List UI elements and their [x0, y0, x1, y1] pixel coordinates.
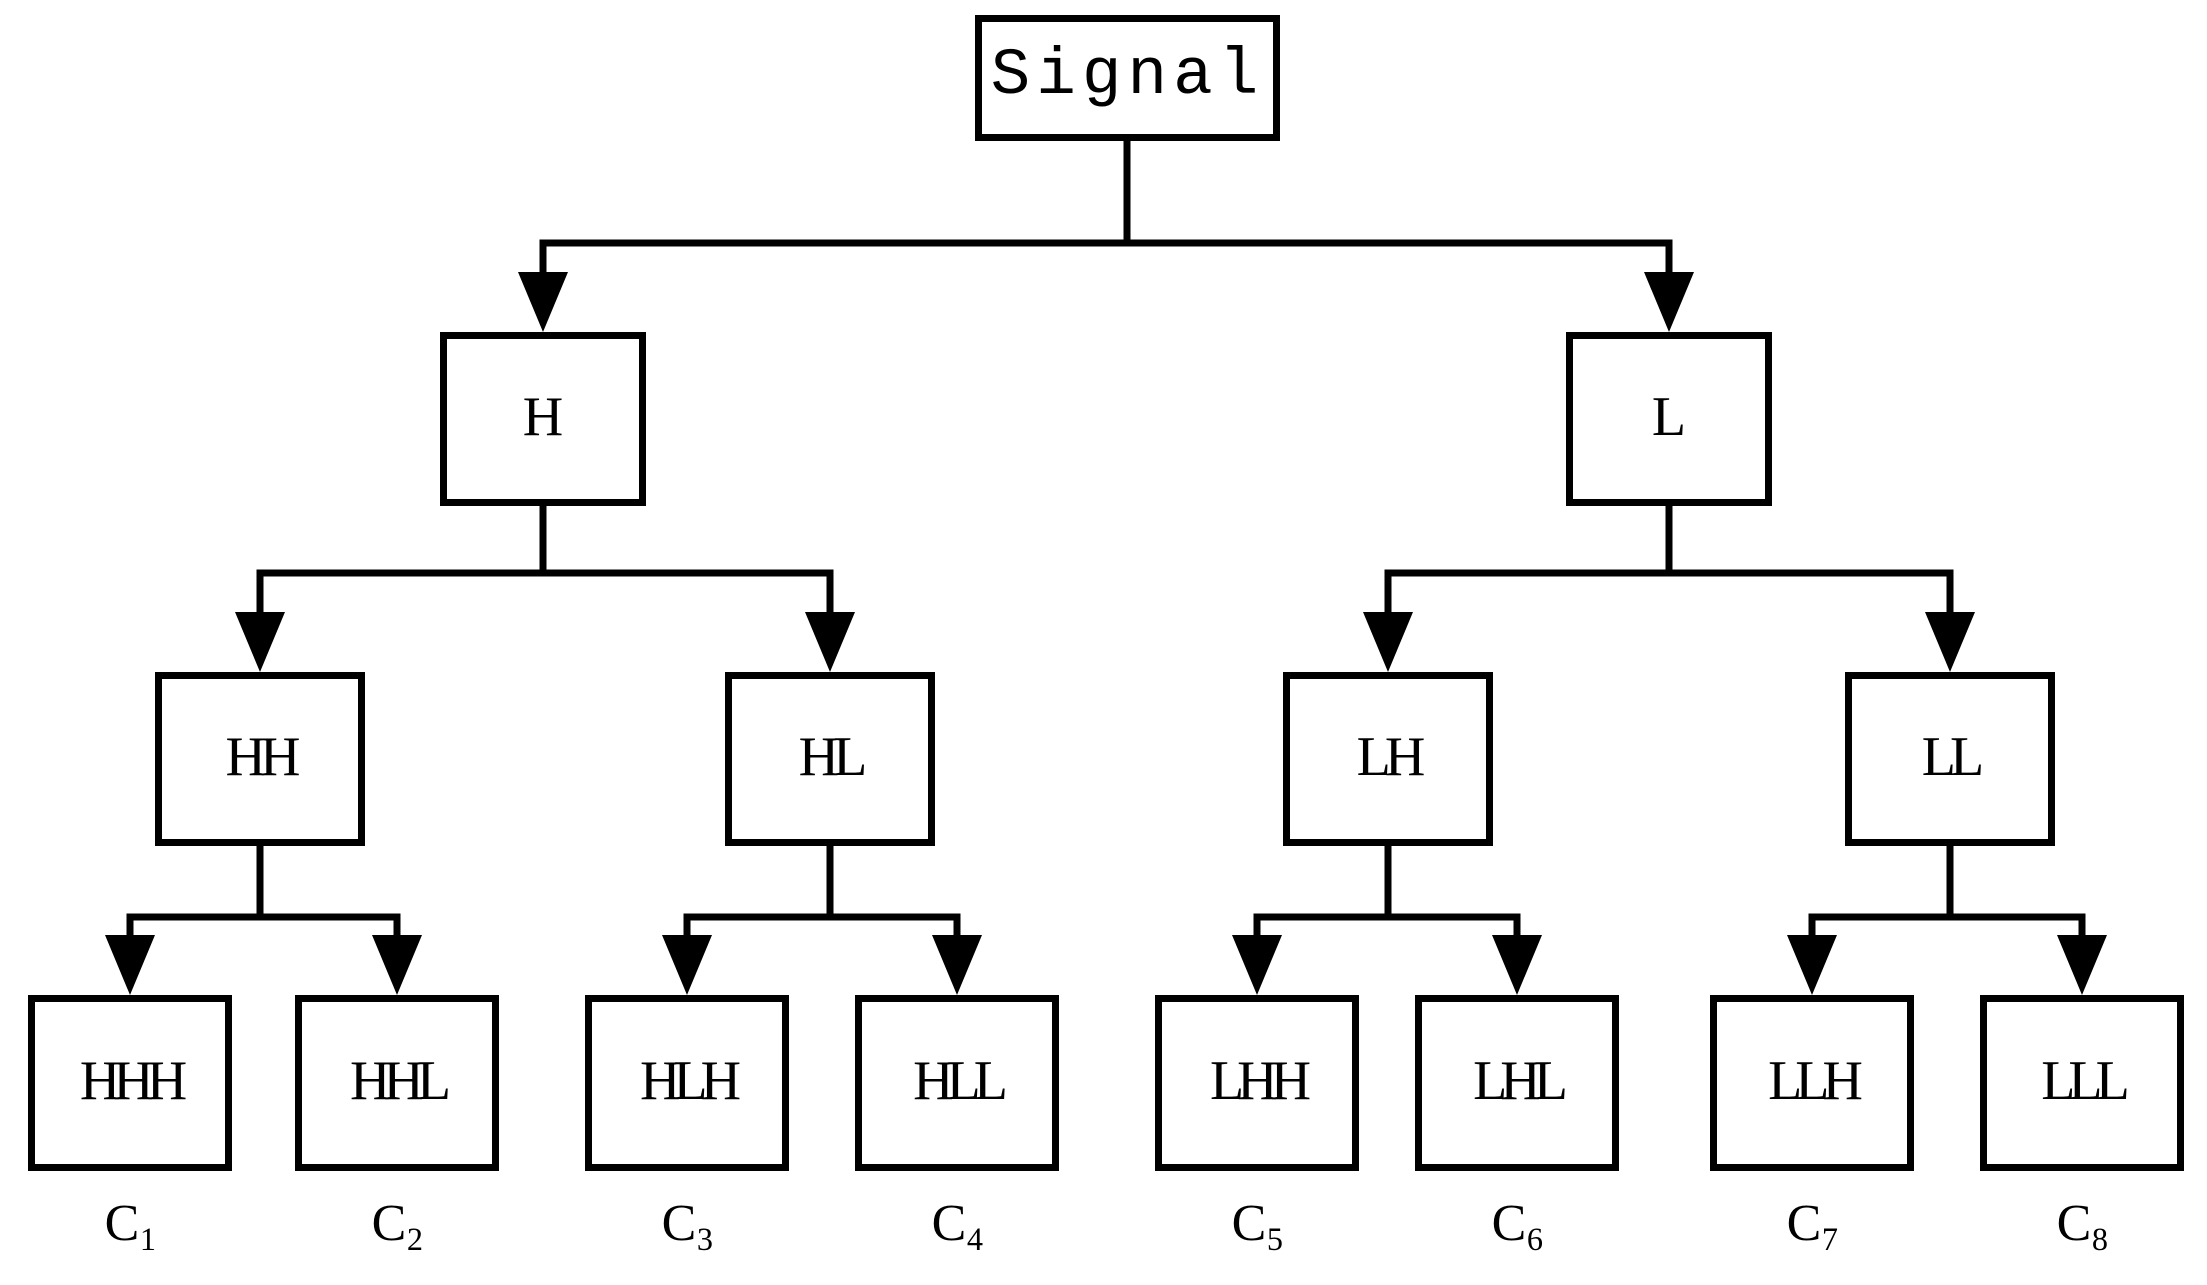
node-llh[interactable]: LLH — [1710, 995, 1914, 1171]
node-label: H — [522, 386, 564, 448]
coefficient-label-c2: C2 — [371, 1195, 424, 1257]
coefficient-label-c1: C1 — [104, 1195, 157, 1257]
arrowhead-h-to-hh — [235, 612, 285, 672]
arrowhead-l-to-ll — [1925, 612, 1975, 672]
arrowhead-l-to-lh — [1363, 612, 1413, 672]
arrowhead-h-to-hl — [805, 612, 855, 672]
coefficient-label-c4: C4 — [931, 1195, 984, 1257]
arrowhead-lh-to-lhl — [1492, 935, 1542, 995]
node-label: HL — [798, 726, 868, 788]
node-hll[interactable]: HLL — [855, 995, 1059, 1171]
node-label: HH — [225, 726, 301, 788]
node-lh[interactable]: LH — [1283, 672, 1493, 846]
arrowhead-ll-to-llh — [1787, 935, 1837, 995]
node-label: HHL — [349, 1050, 451, 1112]
node-label: LHH — [1209, 1050, 1311, 1112]
coefficient-label-c6: C6 — [1491, 1195, 1544, 1257]
arrowhead-signal-to-l — [1644, 272, 1694, 332]
node-lhl[interactable]: LHL — [1415, 995, 1619, 1171]
arrowhead-hh-to-hhh — [105, 935, 155, 995]
node-label: LL — [1921, 726, 1984, 788]
node-signal[interactable]: Signal — [975, 15, 1280, 141]
node-label: HLL — [913, 1050, 1008, 1112]
arrowhead-hl-to-hlh — [662, 935, 712, 995]
node-label: HLH — [639, 1050, 741, 1112]
node-lhh[interactable]: LHH — [1155, 995, 1359, 1171]
arrowhead-lh-to-lhh — [1232, 935, 1282, 995]
node-label: LH — [1356, 726, 1426, 788]
node-label: L — [1651, 386, 1687, 448]
node-hh[interactable]: HH — [155, 672, 365, 846]
node-hl[interactable]: HL — [725, 672, 935, 846]
node-ll[interactable]: LL — [1845, 672, 2055, 846]
coefficient-label-c7: C7 — [1786, 1195, 1839, 1257]
node-hhl[interactable]: HHL — [295, 995, 499, 1171]
node-label: HHH — [79, 1050, 187, 1112]
node-l[interactable]: L — [1566, 332, 1772, 506]
arrowhead-hl-to-hll — [932, 935, 982, 995]
coefficient-label-c8: C8 — [2056, 1195, 2109, 1257]
arrowhead-signal-to-h — [518, 272, 568, 332]
node-label: LLL — [2041, 1050, 2130, 1112]
arrowhead-hh-to-hhl — [372, 935, 422, 995]
coefficient-label-c3: C3 — [661, 1195, 714, 1257]
arrowhead-ll-to-lll — [2057, 935, 2107, 995]
node-lll[interactable]: LLL — [1980, 995, 2184, 1171]
node-label: LLH — [1768, 1050, 1863, 1112]
node-label: Signal — [990, 38, 1265, 113]
node-h[interactable]: H — [440, 332, 646, 506]
coefficient-label-c5: C5 — [1231, 1195, 1284, 1257]
node-label: LHL — [1473, 1050, 1568, 1112]
node-hhh[interactable]: HHH — [28, 995, 232, 1171]
node-hlh[interactable]: HLH — [585, 995, 789, 1171]
